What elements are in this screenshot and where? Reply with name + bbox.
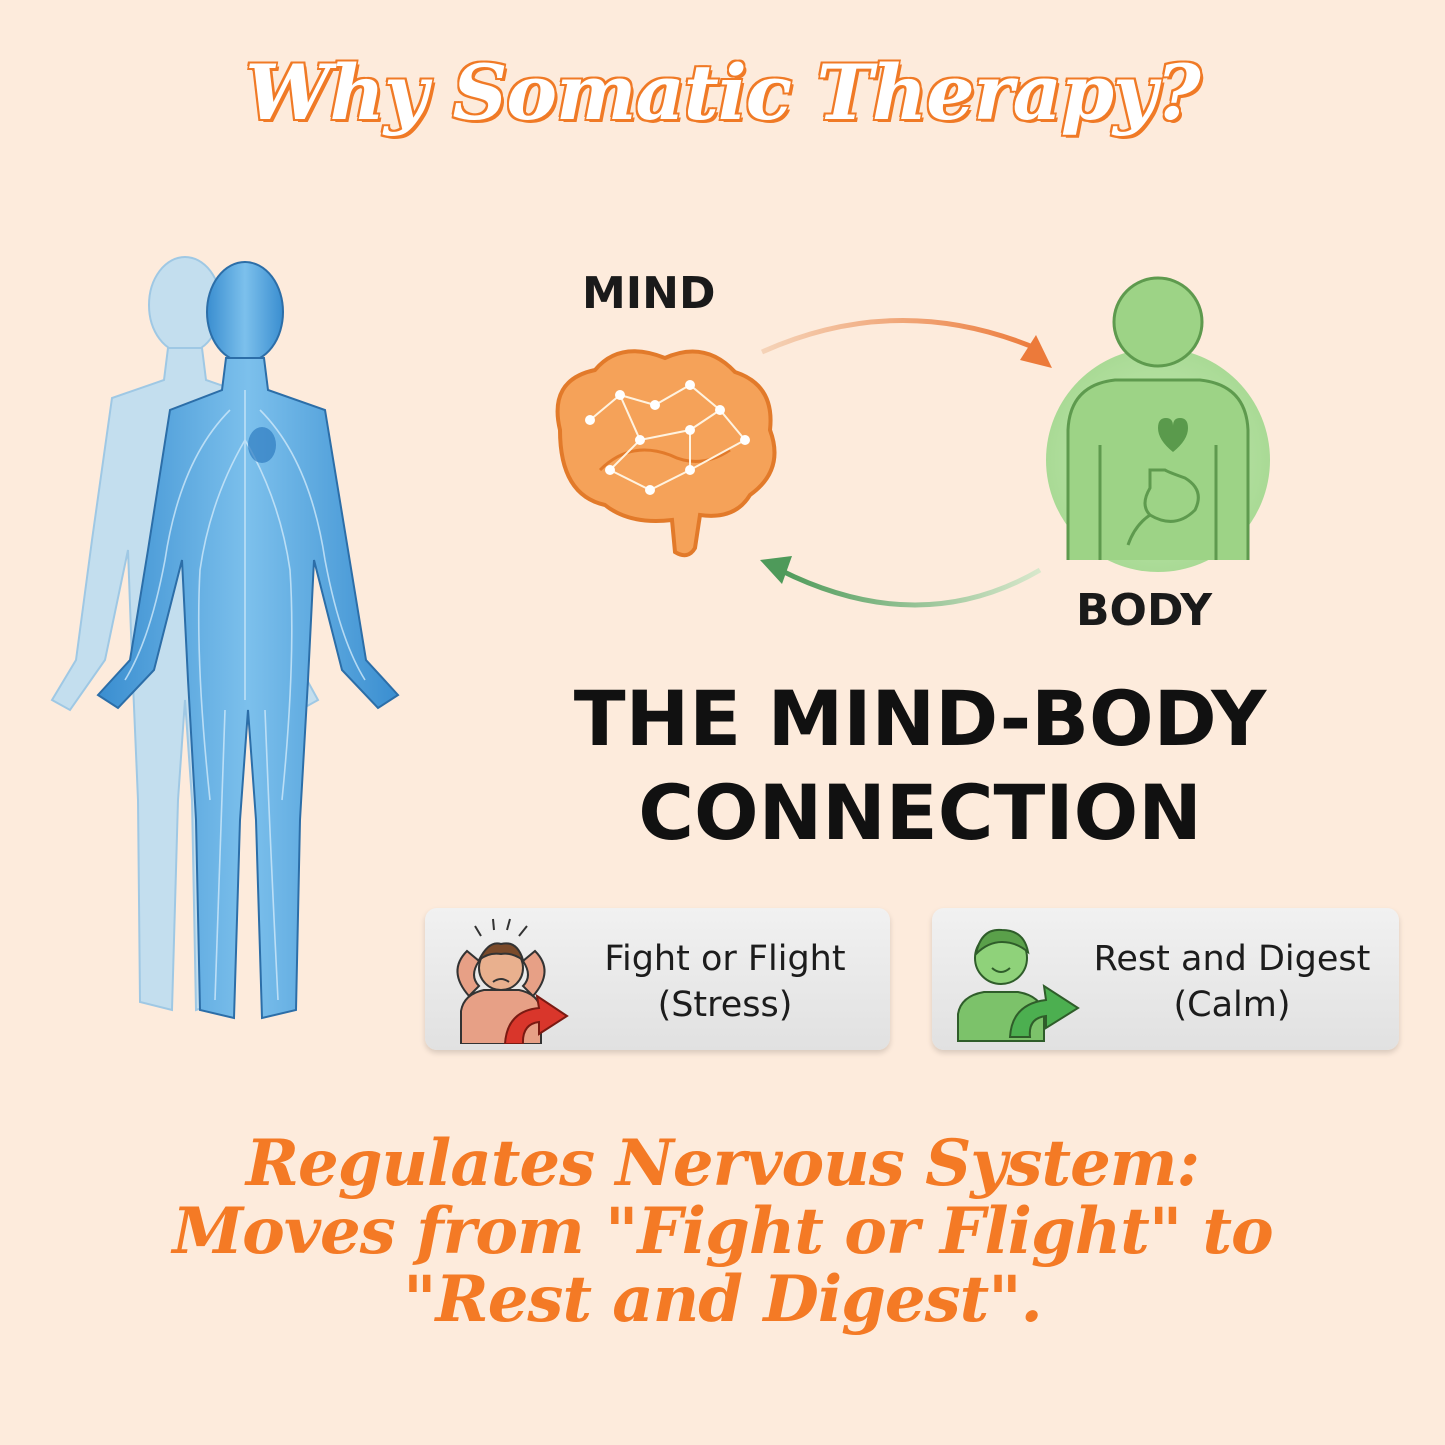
heart-organ — [248, 427, 276, 463]
rest-and-digest-text: Rest and Digest (Calm) — [1077, 936, 1387, 1028]
mind-body-headline: THE MIND-BODY CONNECTION — [500, 672, 1340, 860]
arrowhead-right-icon — [1020, 335, 1052, 368]
rest-and-digest-label: Rest and Digest — [1093, 939, 1371, 979]
mind-label: MIND — [582, 268, 716, 319]
fight-or-flight-text: Fight or Flight (Stress) — [565, 936, 885, 1028]
calm-label: (Calm) — [1173, 985, 1291, 1025]
mind-to-body-arrow — [760, 318, 1041, 355]
footer-line-1: Regulates Nervous System: — [245, 1126, 1200, 1201]
stress-label: (Stress) — [657, 985, 793, 1025]
heart-icon — [1158, 418, 1188, 452]
human-body-illustration — [50, 256, 400, 1020]
main-body-silhouette — [96, 261, 400, 1020]
headline-line-2: CONNECTION — [638, 768, 1202, 857]
page-title: Why Somatic Therapy? — [244, 47, 1202, 139]
body-icon — [1046, 276, 1270, 572]
stressed-person-icon — [456, 918, 569, 1044]
stomach-icon — [1126, 468, 1200, 546]
mind-body-cycle-diagram — [555, 276, 1270, 608]
body-label: BODY — [1076, 585, 1213, 636]
footer-caption: Regulates Nervous System: Moves from "Fi… — [0, 1130, 1445, 1334]
fight-or-flight-label: Fight or Flight — [604, 939, 846, 979]
green-arrow-icon — [1008, 983, 1080, 1038]
brain-icon — [555, 349, 777, 558]
calm-person-icon — [957, 928, 1080, 1042]
headline-line-1: THE MIND-BODY — [573, 674, 1267, 763]
fight-or-flight-card: Fight or Flight (Stress) — [425, 908, 890, 1050]
body-to-mind-arrow — [778, 567, 1042, 608]
arrowhead-left-icon — [760, 556, 792, 584]
footer-line-2: Moves from "Fight or Flight" to — [172, 1194, 1273, 1269]
red-arrow-icon — [503, 993, 569, 1044]
blood-vessel-lines — [124, 390, 366, 1001]
footer-line-3: "Rest and Digest". — [403, 1262, 1043, 1337]
rest-and-digest-card: Rest and Digest (Calm) — [932, 908, 1399, 1050]
